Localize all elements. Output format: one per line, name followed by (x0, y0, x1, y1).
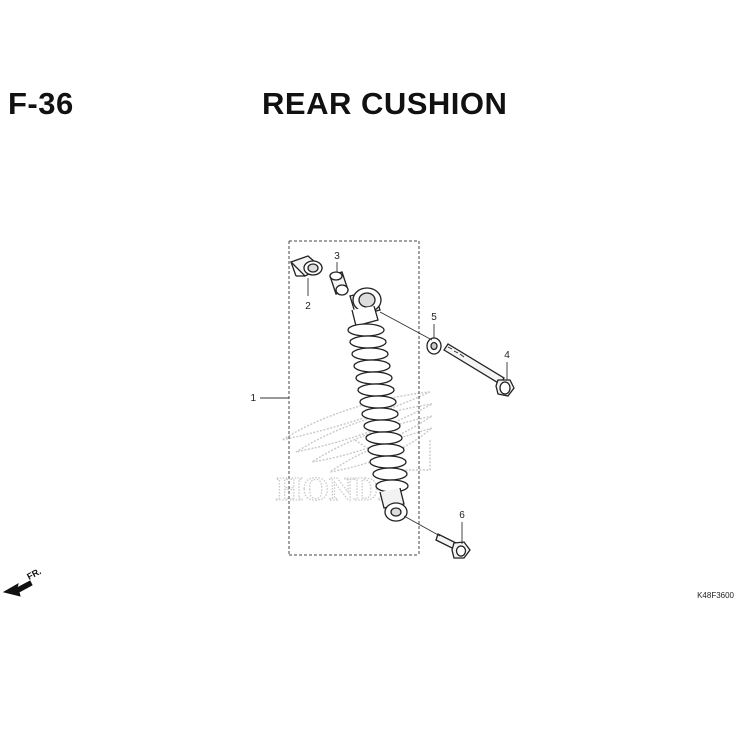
leader-lines (260, 262, 508, 544)
part-2-bushing (289, 255, 324, 277)
section-code: F-36 (8, 86, 74, 121)
callout-6: 6 (459, 510, 465, 521)
front-direction-indicator: FR. (2, 566, 43, 597)
honda-watermark: HONDA (275, 391, 433, 509)
part-3-collar (329, 271, 349, 296)
drawing-code: K48F3600 (697, 591, 734, 600)
callout-4: 4 (504, 350, 510, 361)
callout-3: 3 (334, 251, 340, 262)
part-5-washer (426, 337, 442, 355)
front-direction-arrow-icon (2, 580, 33, 597)
honda-wing-logo (281, 391, 433, 473)
callout-5: 5 (431, 312, 437, 323)
callout-2: 2 (305, 301, 311, 312)
callout-1: 1 (250, 393, 256, 404)
front-direction-label: FR. (25, 566, 42, 582)
diagram-title: REAR CUSHION (262, 86, 508, 121)
spring-coils (347, 323, 409, 493)
part-4-bolt (443, 343, 515, 397)
callouts: 1 2 3 4 5 6 (250, 251, 510, 521)
part-6-bolt (435, 533, 471, 559)
part-1-rear-cushion (347, 287, 409, 522)
